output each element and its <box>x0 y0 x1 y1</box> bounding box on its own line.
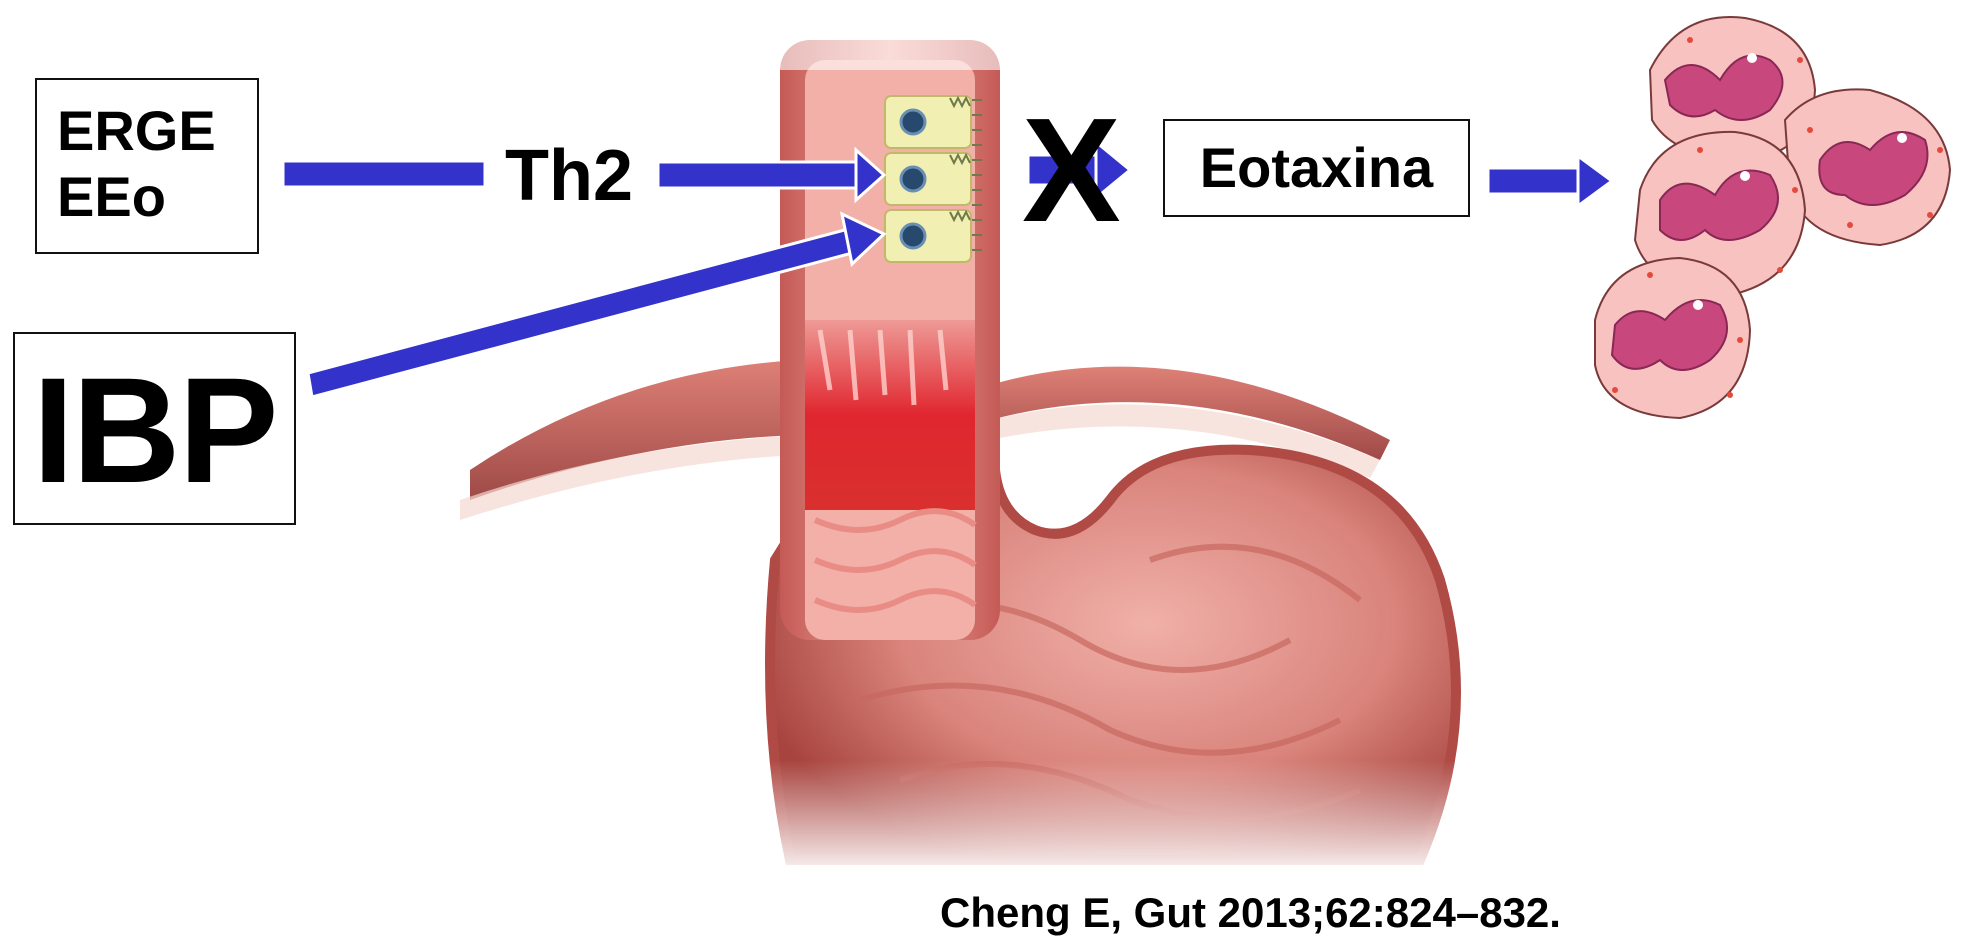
eotaxina-box: Eotaxina <box>1163 119 1470 217</box>
eeo-label: EEo <box>57 164 257 230</box>
erge-label: ERGE <box>57 98 257 164</box>
citation-text: Cheng E, Gut 2013;62:824–832. <box>940 888 1561 938</box>
eosinophil-cell-4 <box>1595 258 1750 418</box>
arrow-eotaxina-to-eosinophils <box>1488 156 1612 206</box>
eotaxina-label: Eotaxina <box>1200 136 1433 199</box>
epithelial-cell-stack-icon <box>885 96 982 262</box>
eosinophil-cell-2 <box>1785 89 1950 245</box>
arrow-erge-to-th2 <box>283 161 485 187</box>
diaphragm-left <box>460 360 800 520</box>
eosinophil-cluster-icon <box>1595 17 1950 418</box>
ibp-label: IBP <box>32 346 276 514</box>
erge-eeo-box: ERGE EEo <box>35 78 259 254</box>
th2-label: Th2 <box>505 136 633 216</box>
ibp-box: IBP <box>13 332 296 525</box>
blocked-x-mark: X <box>1022 96 1121 246</box>
